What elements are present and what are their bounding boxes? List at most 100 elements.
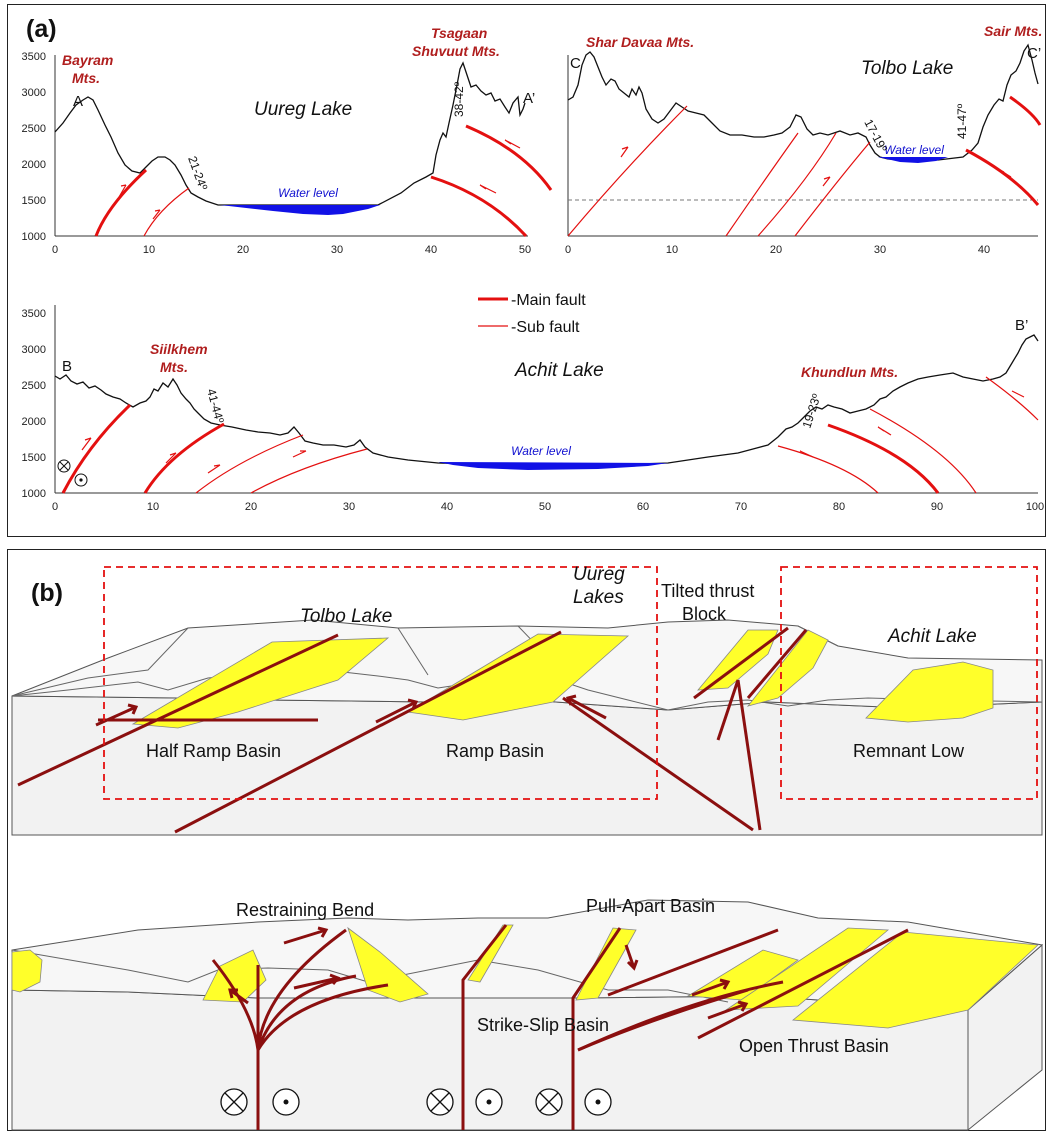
x-tick: 40: [441, 501, 453, 513]
y-tick: 1500: [22, 195, 46, 207]
profile-bb-arrow: [877, 426, 892, 436]
upper-fault: [17, 633, 339, 787]
panel-a-svg: (a) 1000 1500 2000 2500 3000 3500 0 10 2…: [22, 15, 1045, 513]
bayram-mts-label-2: Mts.: [72, 70, 100, 86]
lower-basin-fill-left: [11, 949, 43, 993]
dashed-box-right: [780, 566, 1038, 800]
out-of-page-circle: [74, 473, 88, 487]
lower-slip-arrow: [707, 1000, 749, 1020]
profile-bb-sub-fault-1: [195, 434, 304, 494]
profile-aa-main-fault-left: [94, 168, 148, 237]
y-tick: 1500: [22, 452, 46, 464]
lower-slip-arrow: [283, 926, 329, 945]
dashed-box-left: [103, 566, 658, 800]
profile-cc-sub-fault-3: [757, 132, 837, 237]
y-tick: 3000: [22, 344, 46, 356]
lower-fault: [256, 974, 357, 1051]
y-tick: 2000: [22, 416, 46, 428]
x-tick: 10: [147, 501, 159, 513]
out-of-page-dot: [283, 1099, 289, 1105]
tsagaan-mts-label-2: Shuvuut Mts.: [412, 43, 500, 59]
open-thrust-basin-fill-3: [791, 931, 1039, 1029]
profile-bb-arrow: [165, 452, 177, 464]
x-tick: 0: [52, 501, 58, 513]
restraining-bend-label: Restraining Bend: [236, 900, 374, 920]
profile-cc-main-fault-2: [1009, 95, 1042, 126]
x-tick: 100: [1026, 501, 1044, 513]
profile-aa-arrow: [152, 209, 161, 220]
out-of-page-symbol: [74, 473, 88, 487]
profile-aa-arrow: [479, 184, 497, 194]
out-of-page-symbol: [475, 1088, 503, 1116]
profile-aa-arrow: [504, 139, 521, 149]
x-tick: 20: [770, 244, 782, 256]
upper-fault: [693, 626, 789, 700]
x-tick: 10: [666, 244, 678, 256]
into-page-symbol: [57, 459, 71, 473]
siilkhem-mts-label-2: Mts.: [160, 359, 188, 375]
lower-block: Restraining Bend Pull-Apart Basin Strike…: [11, 896, 1044, 1132]
x-tick: 20: [245, 501, 257, 513]
uureg-basin-fill: [406, 633, 630, 721]
y-tick: 3500: [22, 51, 46, 63]
into-page-circle: [57, 459, 71, 473]
profile-aa-start-label: A: [73, 93, 83, 110]
achit-lake-block-label: Achit Lake: [887, 626, 977, 647]
upper-fault: [746, 629, 808, 699]
panel-b-block-diagrams: (b) Tolbo Lake Uureg Lakes Tilted thrust…: [7, 549, 1046, 1132]
profile-cc-water: [878, 157, 948, 163]
half-ramp-basin-label: Half Ramp Basin: [146, 741, 281, 761]
tolbo-lake-label: Tolbo Lake: [861, 58, 953, 79]
profile-bb-water: [438, 462, 668, 470]
profile-bb-main-fault-2: [143, 422, 225, 494]
lower-slip-arrow: [691, 978, 731, 997]
x-tick: 50: [519, 244, 531, 256]
profile-cc-sub-fault-2: [725, 132, 799, 237]
profile-aa-end-label: A’: [523, 90, 535, 107]
profile-cc-sub-fault-4: [794, 141, 871, 237]
profile-bb-water-label: Water level: [511, 444, 571, 458]
profile-bb-sub-fault-2: [250, 448, 368, 494]
x-tick: 60: [637, 501, 649, 513]
into-page-cross: [224, 1092, 244, 1112]
x-tick: 40: [978, 244, 990, 256]
profile-cc-angle-right: 41-47º: [955, 103, 969, 139]
y-tick: 2500: [22, 380, 46, 392]
profile-aa-topography: [54, 61, 526, 206]
profile-bb-angle-left: 41-44º: [204, 387, 227, 425]
ramp-basin-label: Ramp Basin: [446, 741, 544, 761]
profile-aa-main-fault-right-1: [430, 175, 528, 238]
profile-aa-arrow: [118, 184, 127, 198]
profile-bb-angle-right: 19-23º: [800, 392, 824, 430]
siilkhem-mts-label-1: Siilkhem: [150, 341, 208, 357]
out-of-page-dot: [595, 1099, 601, 1105]
panel-a-cross-sections: (a) 1000 1500 2000 2500 3000 3500 0 10 2…: [7, 4, 1046, 537]
tsagaan-mts-label-1: Tsagaan: [431, 25, 487, 41]
profile-cc-arrow: [822, 176, 831, 187]
profile-cc-x-ticks: 0 10 20 30 40: [565, 244, 990, 256]
panel-a-label: (a): [26, 15, 57, 43]
tolbo-lake-block-label: Tolbo Lake: [300, 606, 392, 627]
y-tick: 3500: [22, 308, 46, 320]
into-page-cross: [430, 1092, 450, 1112]
legend: -Main fault -Sub fault: [478, 292, 586, 336]
remnant-low-label: Remnant Low: [853, 741, 965, 761]
tilted-thrust-label-1: Tilted thrust: [661, 581, 754, 601]
profile-bb-arrow: [1011, 390, 1025, 398]
profile-bb-arrow: [292, 450, 307, 458]
tilted-block-fill-1: [697, 629, 779, 691]
panel-b-label: (b): [31, 579, 63, 607]
uureg-lakes-block-label-1: Uureg: [573, 564, 625, 585]
into-page-symbol: [535, 1088, 563, 1116]
panel-b-svg: (b) Tolbo Lake Uureg Lakes Tilted thrust…: [11, 564, 1044, 1132]
x-tick: 0: [565, 244, 571, 256]
x-tick: 50: [539, 501, 551, 513]
y-tick: 2500: [22, 123, 46, 135]
x-tick: 0: [52, 244, 58, 256]
open-thrust-basin-label: Open Thrust Basin: [739, 1036, 889, 1056]
x-tick: 20: [237, 244, 249, 256]
into-page-cross: [539, 1092, 559, 1112]
x-tick: 30: [874, 244, 886, 256]
profile-cc-arrow: [997, 168, 1012, 178]
legend-sub-fault-label: -Sub fault: [511, 319, 580, 336]
